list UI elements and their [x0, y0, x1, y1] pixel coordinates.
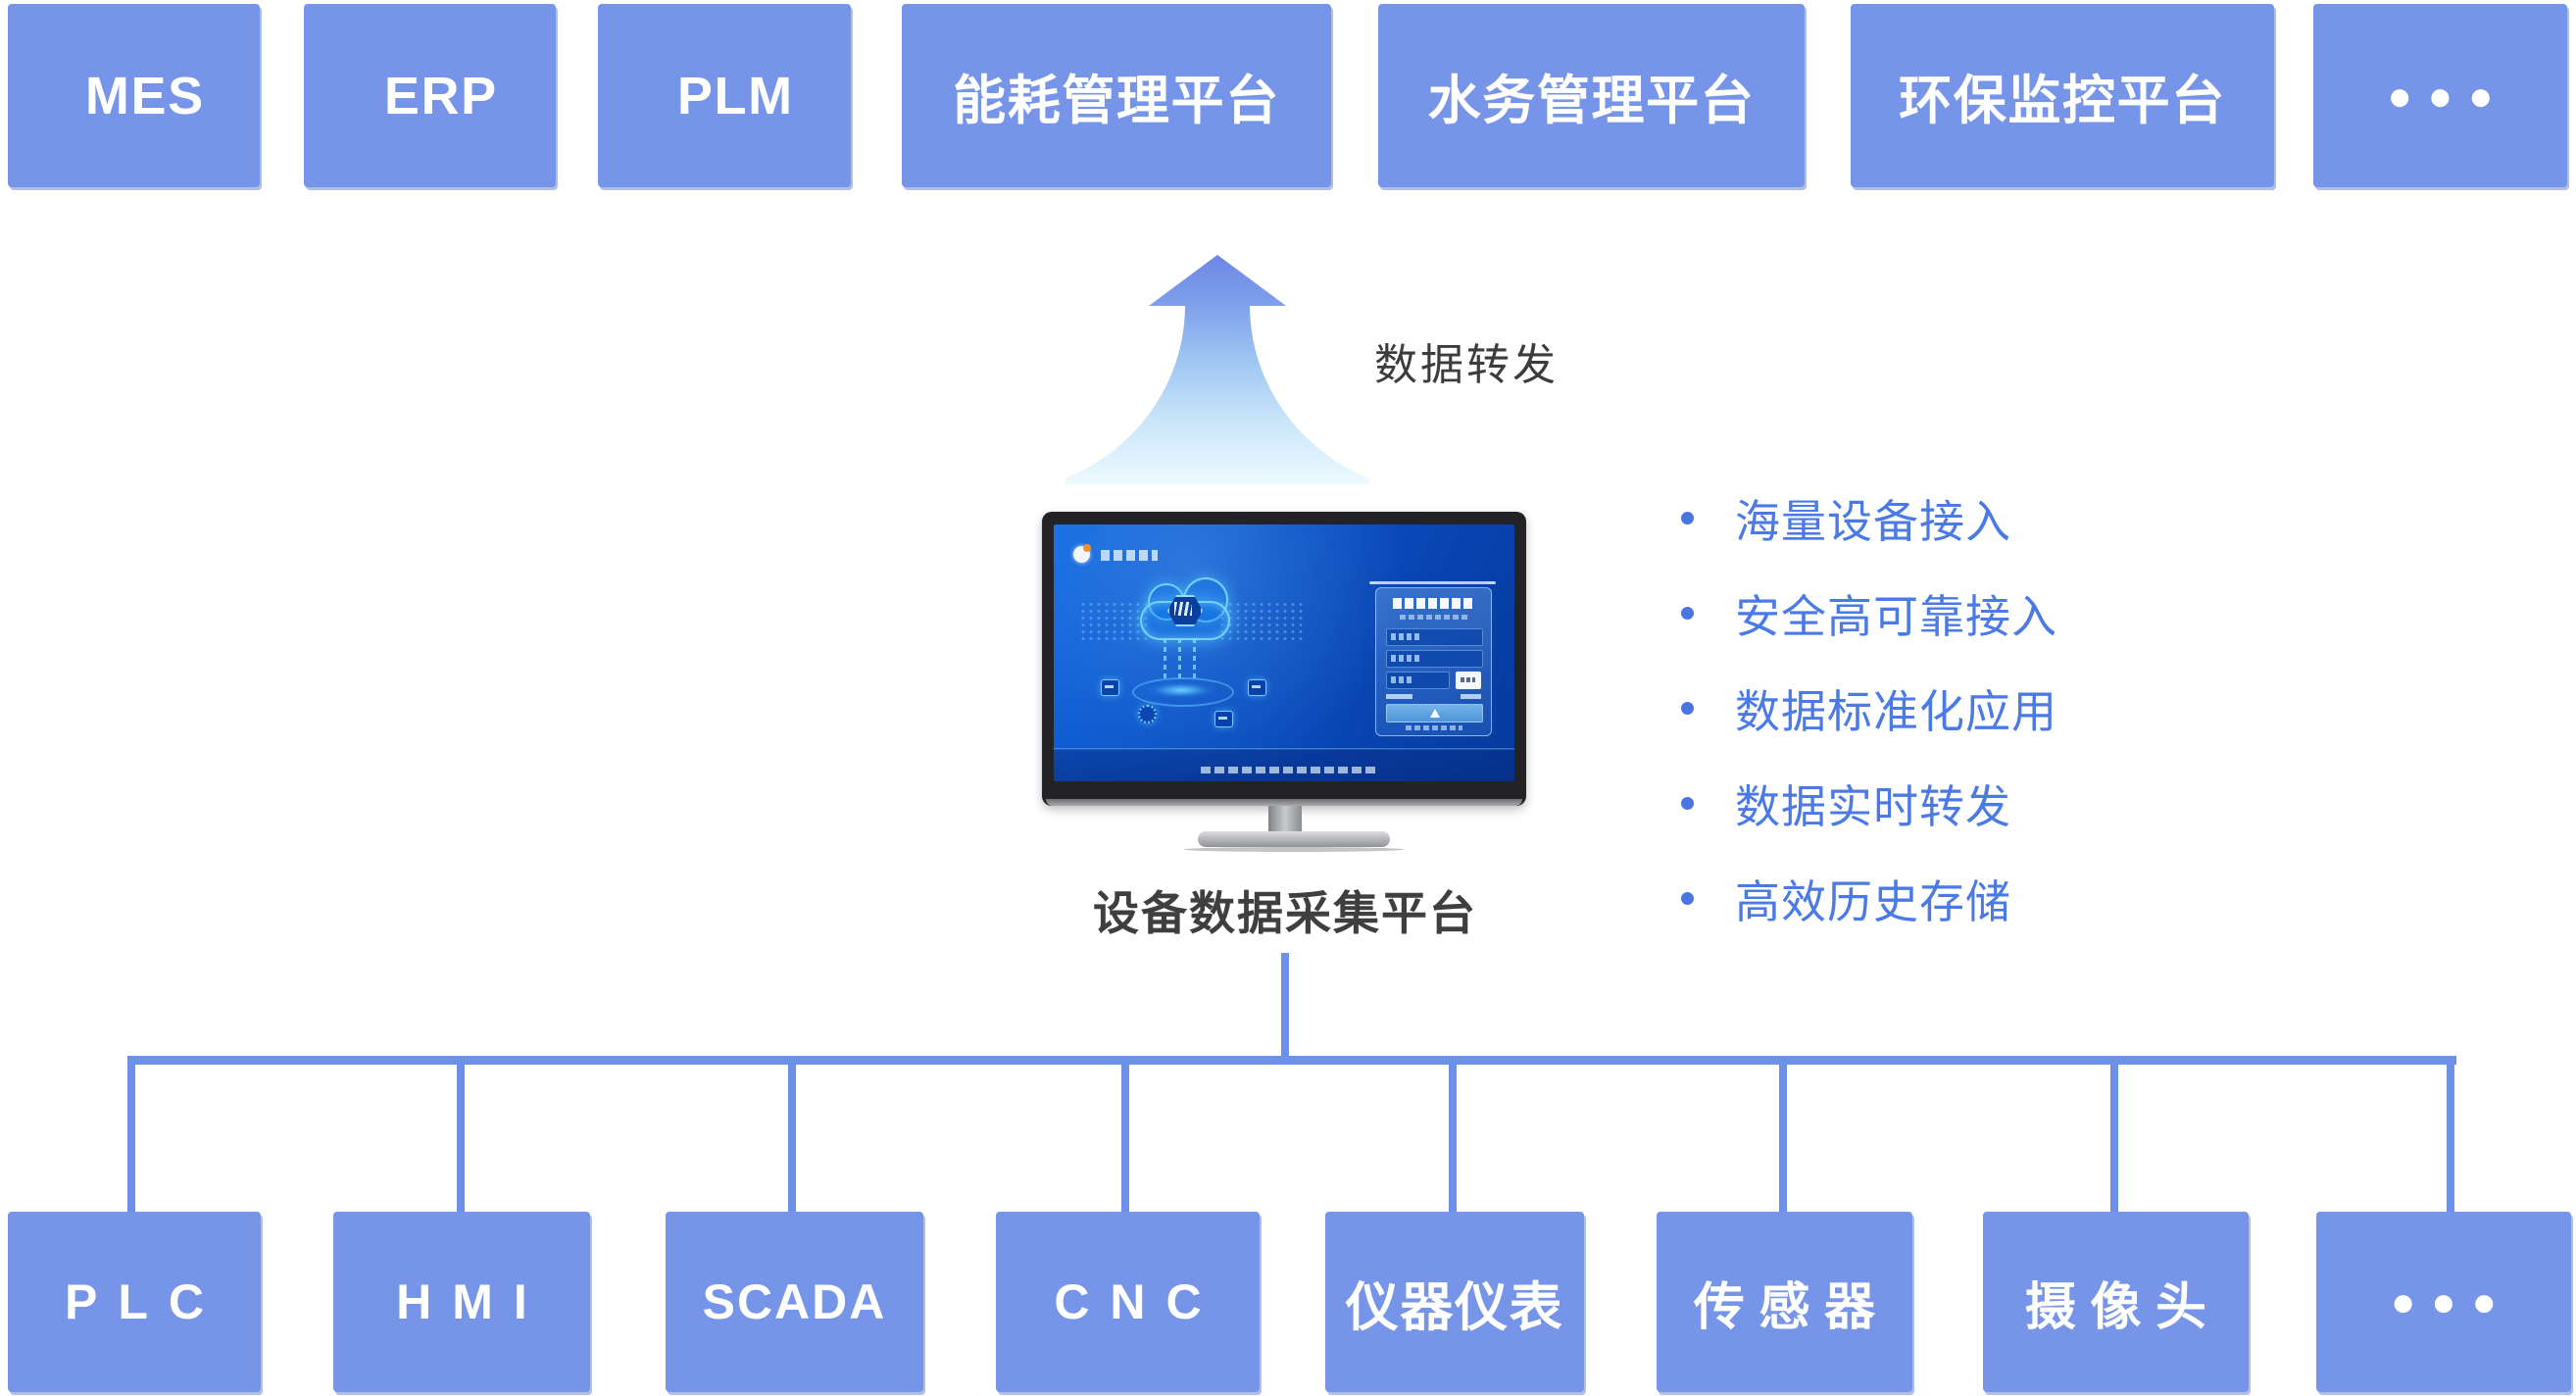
login-button — [1386, 704, 1483, 723]
feature-item: 安全高可靠接入 — [1681, 566, 2057, 661]
arrow-caption: 数据转发 — [1374, 341, 1559, 389]
up-arrow — [1065, 255, 1369, 484]
login-footer-text — [1406, 725, 1462, 730]
feature-item: 高效历史存储 — [1681, 851, 2057, 946]
login-title-text — [1393, 598, 1475, 609]
data-stream — [1193, 638, 1196, 681]
connector-drop-hmi — [457, 1065, 465, 1212]
feature-item: 数据标准化应用 — [1681, 661, 2057, 756]
node-mes: MES — [8, 4, 260, 187]
bullet-icon — [1681, 702, 1694, 715]
data-stream — [1164, 638, 1166, 681]
login-password-input — [1386, 650, 1483, 668]
node-plm: PLM — [598, 4, 851, 187]
cloud-badge-glyph — [1174, 602, 1192, 616]
platform-ring — [1132, 677, 1234, 707]
login-username-input — [1386, 628, 1483, 646]
login-panel — [1375, 587, 1492, 736]
remember-me-text — [1386, 694, 1412, 699]
feature-list: 海量设备接入 安全高可靠接入 数据标准化应用 数据实时转发 高效历史存储 — [1681, 471, 2057, 946]
node-plc: PLC — [8, 1212, 261, 1392]
node-hmi: HMI — [333, 1212, 590, 1392]
monitor-base — [1198, 831, 1390, 847]
connector-horizontal — [127, 1056, 2456, 1065]
screen-sea-band — [1054, 749, 1514, 781]
node-cnc: CNC — [996, 1212, 1260, 1392]
screen-copyright-text — [1201, 767, 1379, 773]
monitor-shadow — [1184, 847, 1404, 852]
connector-drop-more — [2447, 1065, 2454, 1212]
connector-drop-cnc — [1121, 1065, 1129, 1212]
feature-item: 海量设备接入 — [1681, 471, 2057, 566]
connector-drop-instruments — [1449, 1065, 1457, 1212]
connector-stem — [1281, 953, 1289, 1061]
connector-drop-sensors — [1779, 1065, 1787, 1212]
monitor — [1042, 512, 1526, 806]
node-water-platform: 水务管理平台 — [1378, 4, 1805, 187]
forgot-password-text — [1461, 694, 1481, 699]
node-cameras: 摄像头 — [1983, 1212, 2249, 1392]
captcha-code-box — [1456, 672, 1481, 689]
bullet-icon — [1681, 892, 1694, 905]
monitor-caption: 设备数据采集平台 — [1093, 887, 1477, 939]
robot-icon — [1248, 679, 1266, 696]
feature-item: 数据实时转发 — [1681, 756, 2057, 851]
platform-glow — [1144, 681, 1218, 699]
node-instruments: 仪器仪表 — [1325, 1212, 1584, 1392]
monitor-chin — [1046, 799, 1522, 806]
bullet-icon — [1681, 607, 1694, 620]
bullet-icon — [1681, 512, 1694, 524]
gear-icon — [1138, 705, 1157, 723]
monitor-screen — [1054, 524, 1514, 781]
monitor-stand — [1268, 806, 1302, 833]
feature-label: 数据实时转发 — [1735, 780, 2011, 832]
login-subtitle-text — [1400, 615, 1468, 620]
screen-logo-accent-icon — [1083, 544, 1091, 552]
connector-drop-plc — [127, 1065, 135, 1212]
screen-logo-text — [1101, 550, 1158, 561]
login-captcha-input — [1386, 672, 1450, 689]
forklift-icon — [1214, 711, 1233, 727]
device-box-icon — [1101, 679, 1119, 696]
feature-label: 安全高可靠接入 — [1735, 590, 2057, 642]
node-more-devices: ●●● — [2316, 1212, 2571, 1392]
node-scada: SCADA — [666, 1212, 923, 1392]
login-panel-highlight — [1369, 581, 1496, 584]
connector-drop-scada — [788, 1065, 796, 1212]
feature-label: 高效历史存储 — [1735, 875, 2011, 927]
dot-matrix-left — [1079, 601, 1150, 642]
data-stream — [1178, 638, 1181, 681]
node-sensors: 传感器 — [1657, 1212, 1912, 1392]
bullet-icon — [1681, 797, 1694, 810]
feature-label: 数据标准化应用 — [1735, 685, 2057, 737]
feature-label: 海量设备接入 — [1735, 495, 2011, 547]
connector-drop-cameras — [2110, 1065, 2118, 1212]
node-energy-platform: 能耗管理平台 — [902, 4, 1331, 187]
dot-matrix-right — [1218, 601, 1303, 642]
node-environment-platform: 环保监控平台 — [1851, 4, 2274, 187]
node-erp: ERP — [304, 4, 556, 187]
node-more-platforms: ●●● — [2313, 4, 2567, 187]
